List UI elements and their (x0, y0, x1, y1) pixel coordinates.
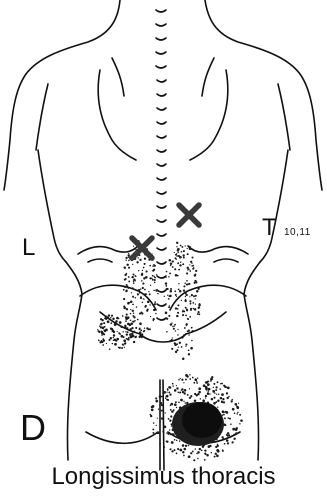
pain-referral-hip (97, 314, 137, 350)
side-label-right-subscript: 10,11 (284, 228, 311, 238)
figure-caption: Longissimus thoracis (0, 463, 327, 491)
trigger-point-x-mark-upper (179, 205, 199, 225)
panel-letter: D (20, 410, 46, 446)
essential-pain-zone (172, 402, 224, 446)
side-label-right: T (262, 216, 277, 240)
spine-marks (156, 10, 166, 320)
side-label-left: L (22, 236, 35, 260)
